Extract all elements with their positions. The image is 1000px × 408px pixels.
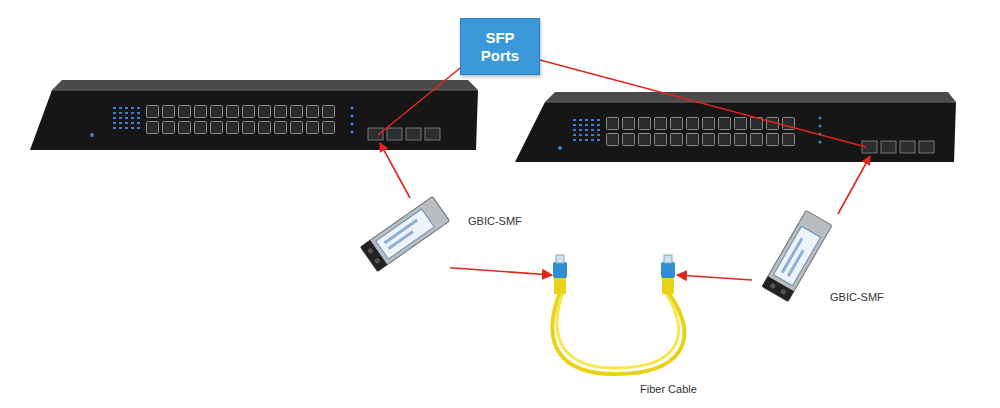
connector-arrow bbox=[677, 275, 752, 280]
fiber-cable bbox=[664, 255, 672, 263]
module-label: GBIC-SMF bbox=[468, 215, 522, 227]
fiber-cable: Fiber Cable bbox=[552, 255, 677, 380]
fiber-cable bbox=[661, 262, 675, 278]
sfp-transceiver bbox=[360, 196, 449, 271]
sfp-module: GBIC-SMF bbox=[752, 205, 842, 300]
sfp-transceiver bbox=[388, 230, 414, 250]
fiber-cable bbox=[553, 262, 567, 278]
leader-line bbox=[838, 156, 870, 214]
network-switch bbox=[351, 123, 354, 126]
fiber-cable bbox=[552, 255, 684, 374]
fiber-cable bbox=[557, 292, 678, 368]
network-switch bbox=[90, 133, 94, 137]
fiber-cable bbox=[662, 276, 674, 294]
network-switch bbox=[545, 92, 956, 102]
sfp-transceiver bbox=[360, 240, 387, 271]
network-switch bbox=[52, 80, 478, 90]
network-switch bbox=[425, 128, 440, 140]
cable-label: Fiber Cable bbox=[640, 383, 697, 395]
network-switch bbox=[819, 141, 822, 144]
callout-box: SFP Ports bbox=[460, 18, 540, 75]
network-switch bbox=[900, 141, 915, 153]
network-switch bbox=[30, 80, 478, 150]
sfp-transceiver bbox=[376, 209, 434, 259]
network-switch bbox=[52, 90, 478, 91]
sfp-transceiver bbox=[374, 257, 381, 264]
network-switch bbox=[351, 107, 354, 110]
sfp-transceiver bbox=[360, 196, 449, 271]
network-switch bbox=[558, 146, 562, 150]
network-switch bbox=[112, 106, 140, 132]
network-switch bbox=[545, 102, 956, 103]
sfp-transceiver bbox=[787, 250, 805, 277]
fiber-cable bbox=[556, 255, 564, 263]
network-switch bbox=[351, 115, 354, 118]
leader-line bbox=[380, 143, 410, 198]
leader-line bbox=[540, 60, 866, 147]
connector-arrow bbox=[450, 268, 552, 275]
sfp-transceiver bbox=[780, 288, 787, 295]
leader-line bbox=[378, 60, 470, 135]
network-switch bbox=[30, 90, 478, 150]
sfp-transceiver bbox=[762, 210, 832, 301]
fiber-cable bbox=[554, 276, 566, 294]
network-switch bbox=[881, 141, 896, 153]
callout-label: SFP Ports bbox=[475, 29, 525, 65]
sfp-transceiver bbox=[762, 276, 794, 301]
network-switch bbox=[919, 141, 934, 153]
sfp-transceiver bbox=[367, 247, 374, 254]
leader-line bbox=[378, 60, 870, 214]
network-switch bbox=[406, 128, 421, 140]
network-switch bbox=[145, 104, 337, 136]
network-switch bbox=[819, 117, 822, 120]
network-switch bbox=[515, 92, 956, 162]
network-switch bbox=[515, 102, 956, 162]
fiber-cable bbox=[552, 292, 684, 374]
sfp-transceiver bbox=[773, 226, 820, 285]
network-switch bbox=[368, 128, 383, 140]
sfp-transceiver bbox=[762, 210, 832, 301]
sfp-transceiver bbox=[769, 282, 776, 289]
network-switch bbox=[572, 118, 600, 144]
module-label: GBIC-SMF bbox=[830, 291, 884, 303]
network-switch bbox=[387, 128, 402, 140]
network-switch bbox=[819, 125, 822, 128]
network-switch bbox=[351, 131, 354, 134]
sfp-module: GBIC-SMF bbox=[360, 195, 450, 270]
